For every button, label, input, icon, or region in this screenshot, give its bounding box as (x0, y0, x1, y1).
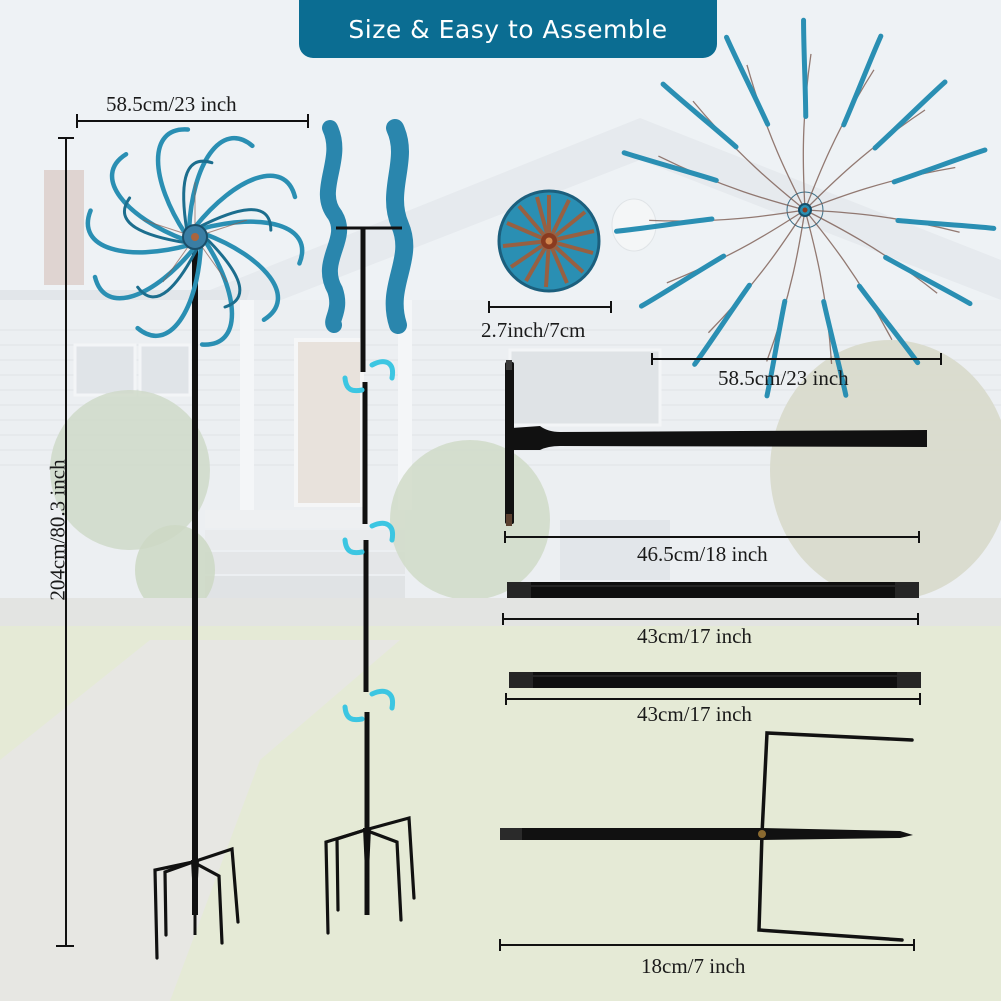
center-hub (497, 189, 601, 293)
spinner-wheel (617, 20, 994, 396)
extension-pole-1 (507, 582, 919, 598)
total-height-label: 204cm/80.3 inch (45, 459, 70, 601)
extension-pole-2 (509, 672, 921, 688)
spinner-width-label: 58.5cm/23 inch (106, 92, 237, 116)
wheel-width-label: 58.5cm/23 inch (718, 366, 849, 390)
pole-2-length-label: 43cm/17 inch (637, 702, 752, 726)
center-hub-label: 2.7inch/7cm (481, 318, 586, 342)
pole-1-length-label: 43cm/17 inch (637, 624, 752, 648)
t-bar-length-label: 46.5cm/18 inch (637, 542, 768, 566)
ground-stake (500, 731, 914, 942)
title-banner: Size & Easy to Assemble (299, 0, 717, 58)
t-bar-pole (505, 360, 927, 526)
ground-stake-length-label: 18cm/7 inch (641, 954, 746, 978)
dimension-lines (56, 114, 942, 951)
banner-title: Size & Easy to Assemble (348, 14, 668, 44)
double-sided-spinner-assembled (85, 127, 305, 960)
side-view-assembly (319, 119, 416, 935)
